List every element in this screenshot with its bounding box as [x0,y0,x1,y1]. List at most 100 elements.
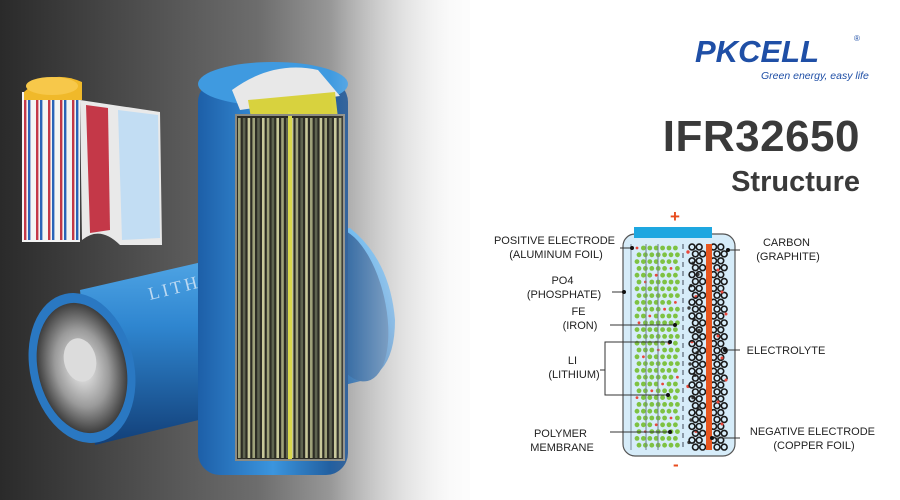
cathode-particle [660,300,665,305]
cathode-particle [641,381,646,387]
graphite-cell [713,415,721,424]
cathode-particle [649,361,655,366]
cathode-particle [674,301,677,304]
graphite-cell [688,436,696,444]
graphite-cell [698,429,707,438]
graphite-cell [720,305,728,313]
graphite-cell [720,277,728,286]
cathode-particle [673,327,678,332]
cathode-particle [668,361,674,366]
cathode-particle [662,347,667,353]
cathode-particle [649,279,655,285]
cathode-particle [643,266,648,271]
graphite-cell [695,408,703,417]
graphite-cell [713,443,721,451]
graphite-cell [691,319,700,327]
cathode-particle [653,286,659,292]
graphite-cell [695,257,703,265]
graphite-cell [698,443,707,451]
cathode-particle [641,436,646,441]
cathode-particle [660,408,665,414]
registered-mark: ® [854,34,860,43]
cathode-particle [663,307,666,311]
graphite-cell [698,291,707,300]
cathode-particle [668,402,674,407]
cathode-particle [636,293,642,298]
label-fe: FE (IRON) [563,306,598,332]
rolled-layer-inset [22,76,162,245]
cathode-particle [636,279,642,285]
logo-tagline: Green energy, easy life [761,70,869,82]
cathode-particle [649,374,655,380]
graphite-cell [720,319,728,327]
label-polymer-membrane: POLYMER MEMBRANE [530,428,594,454]
cathode-particle [662,361,667,366]
cathode-particle [660,395,665,400]
graphite-cell [695,353,703,362]
cathode-particle [649,252,655,258]
graphite-cell [720,250,728,258]
cathode-particle [642,355,645,359]
cathode-particle [668,252,674,258]
cathode-particle [641,245,646,251]
cathode-particle [675,334,680,339]
cathode-particle [675,252,680,258]
graphite-cell [691,443,700,451]
cathode-particle [649,293,655,298]
cathode-particle [669,267,673,270]
lithium-ion-dot [716,268,720,272]
cathode-particle [660,436,665,441]
lithium-ion-dot [716,334,720,338]
cathode-particle [636,266,642,271]
graphite-cell [688,408,696,417]
cathode-particle [662,402,667,407]
cathode-particle [653,368,659,373]
graphite-cell [688,270,696,279]
cathode-particle [634,436,640,441]
graphite-cell [717,436,725,444]
cathode-particle [673,368,678,373]
graphite-cell [717,395,725,403]
cathode-particle [634,259,640,264]
cathode-particle [647,408,653,414]
cathode-particle [673,436,678,441]
cathode-particle [675,415,680,421]
cathode-particle [641,422,646,428]
graphite-cell [688,298,696,306]
cathode-particle [643,293,648,298]
cathode-particle [647,272,653,278]
cathode-particle [660,286,665,292]
cathode-particle [666,381,672,387]
cathode-particle [675,442,680,448]
cathode-particle [661,382,664,386]
graphite-cell [713,291,721,300]
graphite-cell [717,243,725,251]
graphite-cell [698,250,707,258]
photo-fade-overlay [330,0,550,500]
positive-cap [634,227,712,238]
cathode-particle [660,422,665,428]
graphite-cell [695,284,703,293]
cathode-particle [662,334,667,339]
cathode-particle [643,347,648,353]
cathode-particle [647,354,653,360]
graphite-cell [688,381,696,389]
cathode-particle [643,442,648,448]
graphite-cell [720,360,728,369]
cathode-particle [649,402,655,407]
graphite-cell [713,374,721,382]
cathode-particle [649,347,655,353]
cathode-particle [636,402,642,407]
cathode-particle [634,286,640,292]
graphite-cell [691,346,700,355]
graphite-cell [688,353,696,362]
cathode-particle [647,300,653,305]
graphite-cell [695,270,703,279]
cathode-particle [660,327,665,332]
cathode-particle [647,395,653,400]
cathode-particle [653,395,659,400]
cathode-particle [647,436,653,441]
graphite-cell [691,402,700,410]
graphite-cell [698,388,707,396]
cathode-particle [647,422,653,428]
